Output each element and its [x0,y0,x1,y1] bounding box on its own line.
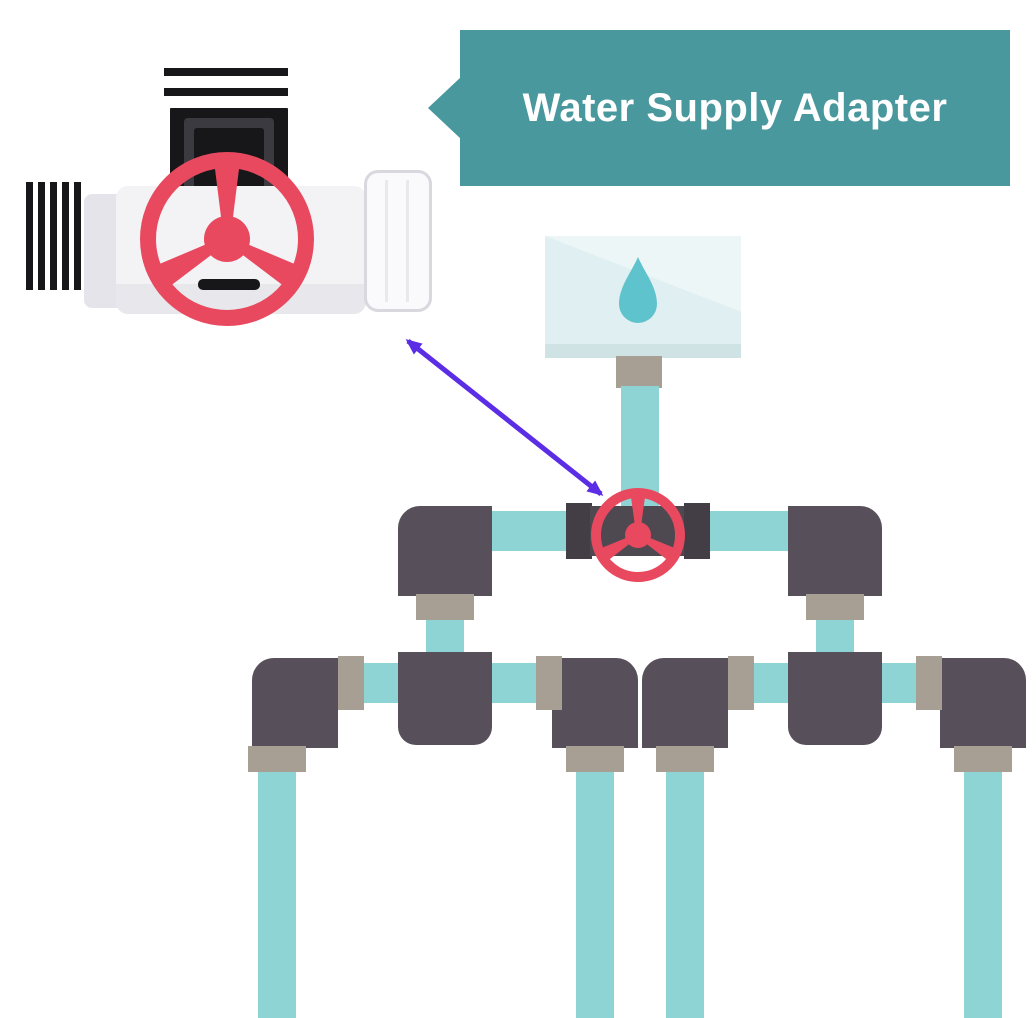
thread-bar [74,182,81,290]
collar-drop-left [416,594,474,620]
pipe-main-right [708,511,790,551]
collar-drop-right [806,594,864,620]
band-branch1-right [536,656,562,710]
meter-shade-strip [545,344,741,358]
thread-bar [38,182,45,290]
adapter-union-nut [364,170,432,312]
elbow-branch1-left [252,658,338,748]
elbow-main-left [398,506,492,596]
adapter-slot [198,279,260,290]
band-branch2-left [728,656,754,710]
pipe-riser-2 [576,768,614,1018]
band-branch2-right [916,656,942,710]
elbow-main-right [788,506,882,596]
banner-label: Water Supply Adapter [522,85,948,130]
elbow-branch2-right [940,658,1026,748]
pipe-branch [882,663,918,703]
banner-pointer-icon [428,77,461,139]
valve-coupling-left [566,503,592,559]
pipe-riser-4 [964,768,1002,1018]
meter-outlet-collar [616,356,662,388]
water-drop-icon [619,257,657,323]
adapter-handwheel-icon [140,152,314,326]
thread-bar [50,182,57,290]
collar-riser-4 [954,746,1012,772]
callout-arrow-icon [405,339,604,496]
thread-bar [26,182,33,290]
collar-riser-2 [566,746,624,772]
elbow-branch1-right [552,658,638,748]
nut-ridge [385,180,388,302]
collar-riser-1 [248,746,306,772]
thread-bar [62,182,69,290]
pipe-branch [752,663,790,703]
tee-branch1 [398,652,492,745]
valve-stem-ridges [164,56,288,108]
pipe-main-left [492,511,568,551]
tee-branch2 [788,652,882,745]
collar-riser-3 [656,746,714,772]
valve-coupling-right [684,503,710,559]
band-branch1-left [338,656,364,710]
pipe-meter-drop [621,386,659,508]
pipe-riser-3 [666,768,704,1018]
main-valve-handwheel-icon [591,488,685,582]
pipe-branch [360,663,400,703]
callout-banner: Water Supply Adapter [428,30,1010,186]
elbow-branch2-left [642,658,728,748]
pipe-riser-1 [258,768,296,1018]
pipe-branch [492,663,538,703]
nut-ridge [406,180,409,302]
